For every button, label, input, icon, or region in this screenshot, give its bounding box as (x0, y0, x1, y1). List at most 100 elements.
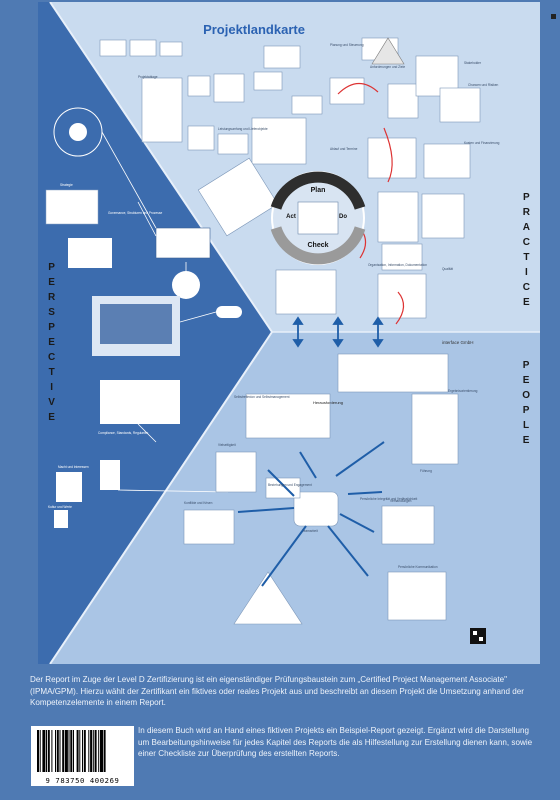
barcode-bar (70, 730, 73, 772)
label-11: Governance, Strukturen und Prozesse (108, 211, 162, 215)
qr-code (470, 628, 486, 644)
label-1: Planung und Steuerung (330, 43, 364, 47)
label-0: Projektablage (138, 75, 158, 79)
vertical-letter: R (522, 207, 530, 218)
vertical-letter: S (48, 307, 55, 318)
vertical-letter: P (522, 405, 530, 416)
cycle-check: Check (307, 242, 328, 249)
barcode-bar (46, 730, 47, 772)
label-18: Teamarbeit (302, 529, 318, 533)
vertical-letter: C (522, 282, 530, 293)
vertical-letter: L (523, 420, 530, 431)
barcode-bar (82, 730, 83, 772)
vertical-letter: P (48, 262, 55, 273)
label-7: Organisation, Information, Dokumentation (368, 263, 427, 267)
label-12: Compliance, Standards, Regularien (98, 431, 149, 435)
book-description: In diesem Buch wird an Hand eines fiktiv… (138, 726, 533, 758)
label-24: Persönliche Kommunikation (398, 565, 438, 569)
vertical-letter: E (48, 412, 55, 423)
barcode-bar (92, 730, 94, 772)
vertical-letter: I (50, 382, 53, 393)
label-9: Kosten und Finanzierung (464, 141, 500, 145)
label-4: Chancen und Risiken (468, 83, 499, 87)
vertical-letter: T (48, 367, 55, 378)
poster-title: Projektlandkarte (203, 22, 305, 37)
barcode-bar (55, 730, 56, 772)
vertical-letter: I (524, 267, 528, 278)
barcode-bar (88, 730, 90, 772)
vertical-letter: E (522, 375, 530, 386)
people-figures (183, 353, 459, 625)
barcode-bar (37, 730, 39, 772)
pdca-cycle: Plan Do Check Act (270, 171, 366, 265)
cycle-plan: Plan (311, 187, 326, 194)
vertical-letter: E (522, 435, 530, 446)
isbn-barcode: 9 783750 400269 (31, 726, 134, 786)
pyramid-graphic (371, 37, 405, 65)
report-description: Der Report im Zuge der Level D Zertifizi… (30, 675, 524, 707)
barcode-bar (100, 730, 103, 772)
center-tag: Herausforderung (313, 400, 343, 405)
small-labels: Projektablage Planung und Steuerung Anfo… (48, 43, 500, 569)
barcode-bar (56, 730, 59, 772)
logo-text: interface GmbH (442, 340, 474, 345)
barcode-bar (98, 730, 100, 772)
barcode-bar (39, 730, 41, 772)
barcode-bar (62, 730, 65, 772)
label-5: Ablauf und Termine (330, 147, 358, 151)
people-arrows (237, 441, 385, 587)
barcode-bar (79, 730, 81, 772)
label-21: Verhandlungen (390, 499, 412, 503)
vertical-letter: C (48, 352, 56, 363)
project-map-poster: Projektlandkarte (38, 2, 540, 664)
vertical-letter: E (48, 277, 55, 288)
label-14: Kultur und Werte (48, 505, 72, 509)
vertical-letter: R (48, 292, 56, 303)
label-20: Vielseitigkeit (218, 443, 236, 447)
label-8: Qualität (442, 267, 453, 271)
label-22: Ergebnisorientierung (448, 389, 478, 393)
label-16: Persönliche Integrität und Verlässlichke… (360, 497, 417, 501)
label-19: Konflikte und Krisen (184, 501, 213, 505)
poster-graphic: Projektlandkarte (38, 2, 540, 664)
vertical-letter: E (48, 337, 55, 348)
barcode-bars (37, 730, 106, 772)
barcode-bar (73, 730, 74, 772)
label-3: Stakeholder (464, 61, 482, 65)
barcode-bar (76, 730, 79, 772)
label-17: Beziehungen und Engagement (268, 483, 312, 487)
barcode-bar (59, 730, 61, 772)
edge-mark (551, 14, 556, 19)
label-6: Leistungsumfang und Lieferobjekte (218, 127, 268, 131)
vertical-letter: V (48, 397, 55, 408)
vertical-letter: P (522, 360, 530, 371)
label-15: Selbstreflexion und Selbstmanagement (234, 395, 290, 399)
barcode-bar (51, 730, 53, 772)
vertical-letter: T (523, 252, 530, 263)
cycle-do: Do (339, 214, 347, 220)
label-2: Anforderungen und Ziele (370, 65, 405, 69)
barcode-bar (90, 730, 93, 772)
vertical-letter: E (523, 297, 530, 308)
label-10: Strategie (60, 183, 73, 187)
label-13: Macht und Interessen (58, 465, 89, 469)
barcode-bar (64, 730, 68, 772)
barcode-bar (68, 730, 70, 772)
perspective-figures (45, 107, 242, 528)
practice-figures (99, 37, 481, 319)
barcode-bar (103, 730, 106, 772)
vertical-letter: O (522, 390, 530, 401)
isbn-number: 9 783750 400269 (45, 776, 120, 785)
vertical-letter: P (523, 192, 530, 203)
vertical-letter: P (48, 322, 55, 333)
barcode-bar (83, 730, 86, 772)
label-23: Führung (420, 469, 432, 473)
section-arrows (292, 316, 384, 348)
barcode-bar (42, 730, 46, 772)
barcode-bar (94, 730, 97, 772)
vertical-letter: A (522, 222, 530, 233)
perspective-connectors (101, 131, 229, 493)
